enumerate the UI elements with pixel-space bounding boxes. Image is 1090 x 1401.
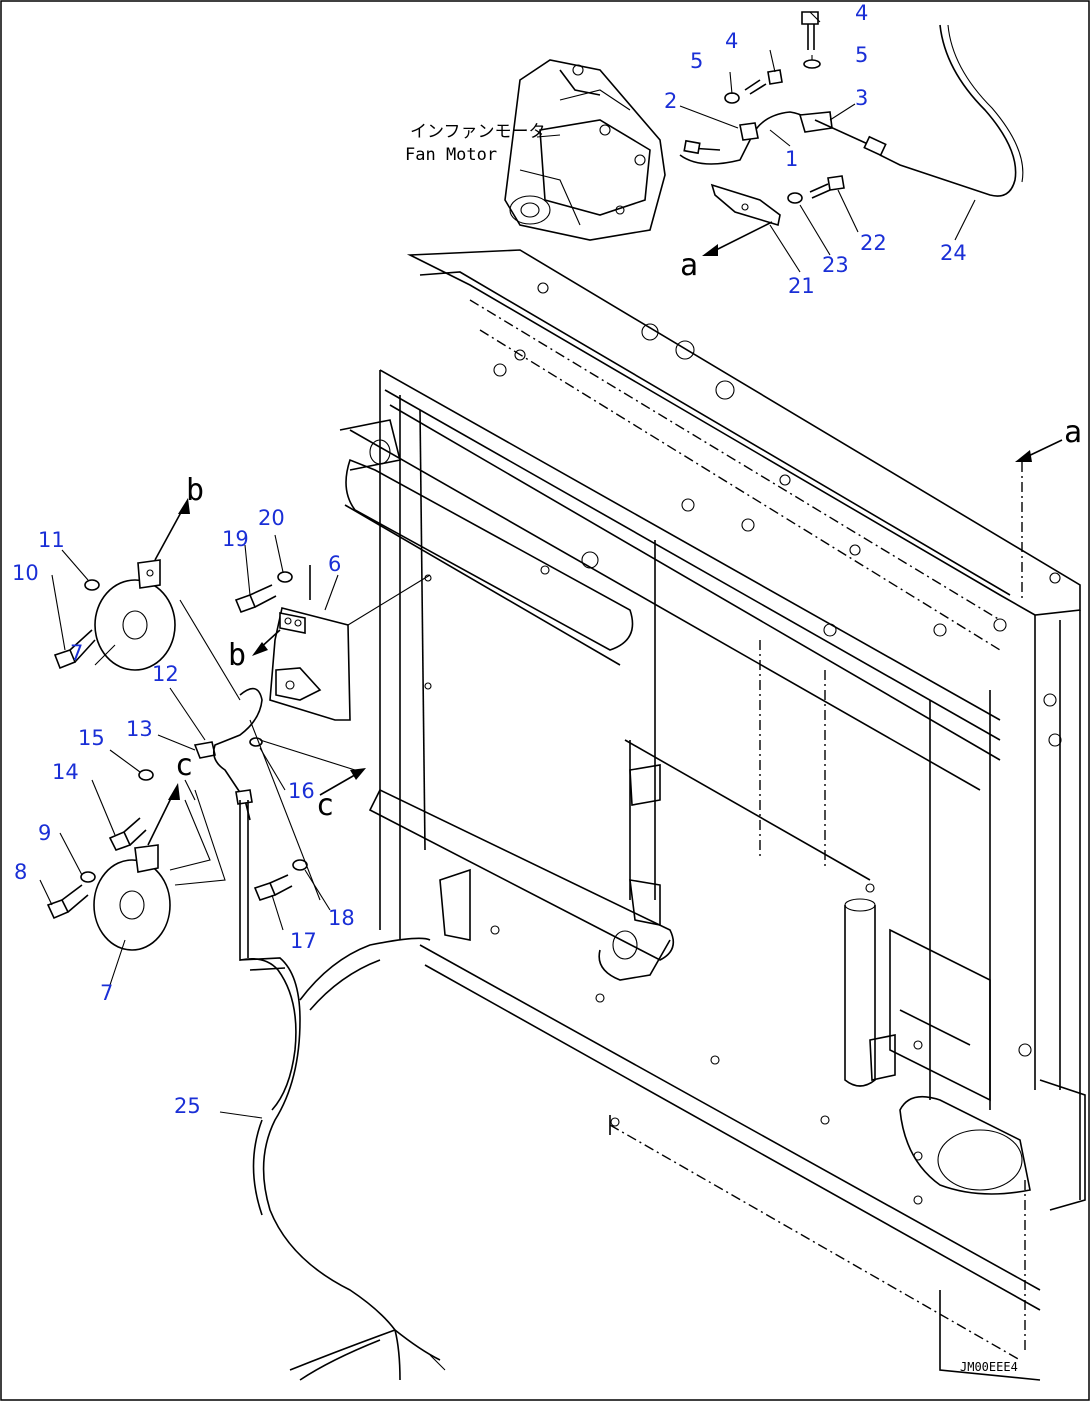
reference-labels: a a b b c c: [175, 248, 1082, 823]
fan-motor-label-en: Fan Motor: [405, 145, 497, 165]
callout-10: 10: [12, 561, 39, 585]
callout-25: 25: [174, 1094, 201, 1118]
callout-6: 6: [328, 552, 341, 576]
callout-7a: 7: [70, 641, 83, 665]
callout-15: 15: [78, 726, 105, 750]
harness-25: [219, 937, 446, 1381]
drawing-code: JM00EEE4: [960, 1360, 1018, 1374]
callout-13: 13: [126, 717, 153, 741]
radiator-assembly: [339, 249, 1086, 1381]
callout-5a: 5: [690, 49, 703, 73]
ref-arrow-a-right: [1015, 439, 1063, 600]
ref-b-lower: b: [228, 638, 246, 673]
callout-19: 19: [222, 527, 249, 551]
ref-a-upper: a: [680, 248, 698, 283]
callout-4b: 4: [855, 1, 868, 25]
callout-8: 8: [14, 860, 27, 884]
callout-7b: 7: [100, 981, 113, 1005]
callout-23: 23: [822, 253, 849, 277]
fan-motor: インファンモータ Fan Motor: [405, 59, 666, 241]
fan-motor-label-ja: インファンモータ: [410, 122, 546, 142]
callout-22: 22: [860, 231, 887, 255]
callout-17: 17: [290, 929, 317, 953]
ref-a-right: a: [1064, 415, 1082, 450]
callout-11: 11: [38, 528, 65, 552]
callout-20: 20: [258, 506, 285, 530]
callout-18: 18: [328, 906, 355, 930]
callout-1: 1: [785, 147, 798, 171]
callout-4a: 4: [725, 29, 738, 53]
ref-b-upper: b: [186, 473, 204, 508]
callout-21: 21: [788, 274, 815, 298]
callout-16: 16: [288, 779, 315, 803]
horn-assembly: [39, 498, 431, 1111]
ref-c-left: c: [175, 748, 193, 783]
callout-14: 14: [52, 760, 79, 784]
callout-3: 3: [855, 86, 868, 110]
callout-24: 24: [940, 241, 967, 265]
callout-2: 2: [664, 89, 677, 113]
callout-9: 9: [38, 821, 51, 845]
callout-5b: 5: [855, 43, 868, 67]
ref-c-right: c: [316, 788, 334, 823]
horn-upper: [94, 579, 176, 671]
fan-sensor-harness: [679, 11, 1024, 273]
callout-labels: 1 2 3 4 4 5 5 6 7 7 8 9 10 11 12 13 14 1…: [12, 1, 967, 1118]
callout-12: 12: [152, 662, 179, 686]
horn-lower: [93, 859, 171, 951]
